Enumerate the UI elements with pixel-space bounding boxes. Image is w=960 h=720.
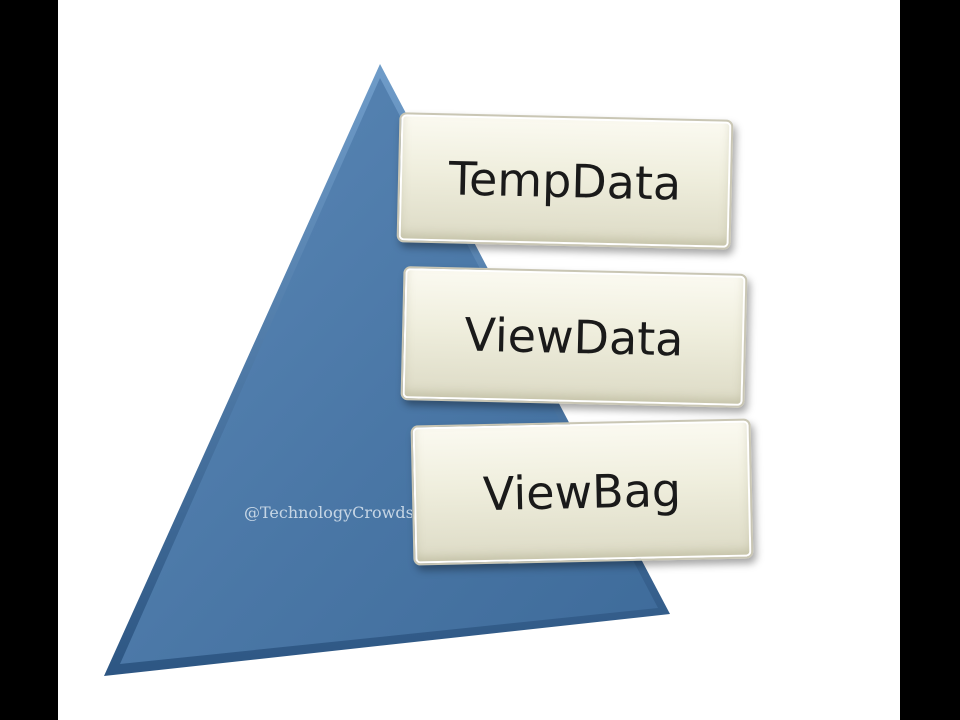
viewbag-label: ViewBag (482, 462, 682, 522)
viewdata-box: ViewData (400, 266, 748, 408)
tempdata-label: TempData (448, 151, 682, 211)
viewbag-box: ViewBag (410, 418, 754, 566)
diagram-canvas: TempData ViewData ViewBag @TechnologyCro… (58, 0, 900, 720)
viewdata-label: ViewData (463, 307, 685, 367)
watermark-text: @TechnologyCrowds (244, 503, 412, 522)
tempdata-box: TempData (396, 112, 734, 250)
